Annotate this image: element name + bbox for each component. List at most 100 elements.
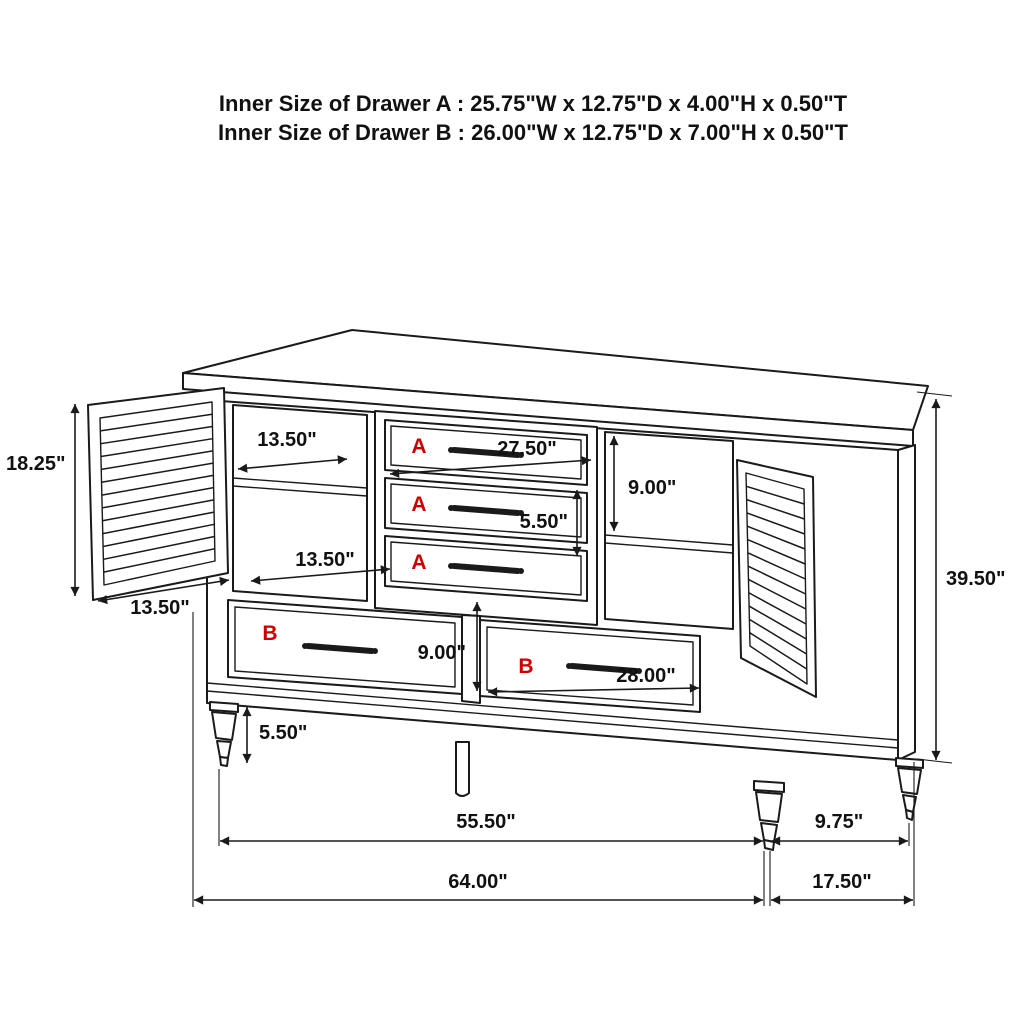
dim-label-shelf-depth-top: 13.50" (257, 429, 317, 451)
right-shelf-front-edge (604, 534, 734, 546)
drawer-a1-label: A (411, 435, 426, 458)
left-shelf-thickness-edge (232, 485, 368, 497)
drawer-a2-handle (451, 505, 521, 516)
left-shelf-front-edge (232, 477, 368, 489)
dim-label-drawer-a-width: 27.50" (497, 438, 557, 460)
cabinet-right-side (897, 444, 916, 761)
dim-label-overall-width: 64.00" (448, 871, 508, 893)
dim-line-door-width (97, 576, 230, 605)
leg-front-right-bulb (755, 791, 783, 823)
drawer-b-left-handle-screw-left (302, 643, 308, 649)
dim-label-door-height: 18.25" (6, 453, 66, 475)
title-line-2: Inner Size of Drawer B : 26.00"W x 12.75… (218, 120, 848, 145)
dim-line-drawer-a-width (389, 456, 592, 478)
drawer-b-left-label: B (262, 622, 277, 645)
dim-line-drawer-b-width (487, 683, 700, 697)
drawer-a2-label: A (411, 493, 426, 516)
dim-label-shelf-depth-mid: 13.50" (295, 549, 355, 571)
right-compartment-opening (604, 431, 734, 630)
drawer-a1-handle-screw-left (448, 447, 454, 453)
louver-slat-line (103, 535, 215, 561)
leg-front-right-foot (760, 822, 778, 843)
left-compartment-opening (232, 404, 368, 602)
louver-slat-line (746, 498, 805, 520)
drawer-a2: A (384, 477, 588, 544)
louver-slat-line (747, 552, 806, 580)
leg-back-right-tip (905, 809, 914, 821)
base-molding-line-lower (206, 690, 899, 749)
louver-slat-line (748, 618, 807, 655)
drawer-a3-bevel (390, 541, 582, 596)
leg-front-left-tip (219, 756, 229, 767)
louver-slat-line (746, 525, 806, 550)
title-block: Inner Size of Drawer A : 25.75"W x 12.75… (218, 91, 848, 145)
drawer-b-left-handle (305, 643, 375, 654)
dim-label-drawer-b-width: 28.00" (616, 665, 676, 687)
louver-slat-line (748, 578, 807, 610)
drawer-a2-handle-screw-left (448, 505, 454, 511)
drawer-a2-handle-screw-right (518, 510, 524, 516)
drawer-b-right-handle (569, 663, 639, 674)
extension-tick-height-bottom (916, 758, 953, 764)
drawer-a3-handle (451, 563, 521, 574)
louver-slat-line (101, 474, 214, 496)
leg-front-left (209, 701, 239, 767)
drawer-b-right-handle-screw-right (636, 668, 642, 674)
louver-slat-line (747, 565, 806, 595)
dim-label-leg-span-width: 55.50" (456, 811, 516, 833)
louver-slat-line (749, 632, 808, 670)
drawer-a1-handle (451, 447, 521, 458)
dim-label-right-opening-height: 9.00" (628, 477, 676, 499)
leg-back-right-bulb (897, 767, 922, 795)
drawer-a3-handle-screw-left (448, 563, 454, 569)
drawer-b-left: B (227, 599, 463, 695)
louver-slat-line (102, 486, 214, 509)
louver-slat-line (100, 425, 213, 445)
drawer-a1-bevel (390, 425, 582, 480)
dim-label-drawer-a-height: 5.50" (520, 511, 568, 533)
louver-slat-line (102, 523, 215, 548)
louver-slat-line (746, 512, 805, 535)
louver-slat-line (102, 499, 214, 522)
leg-back-right (895, 757, 924, 821)
leg-back-right-cap (895, 757, 924, 769)
dim-label-drawer-b-height: 9.00" (418, 642, 466, 664)
dim-line-shelf-depth-mid (250, 565, 391, 585)
drawer-b-right-handle-screw-left (566, 663, 572, 669)
leg-center-back-post (455, 741, 470, 797)
louver-slat-line (103, 548, 215, 573)
left-door-inner-frame (99, 401, 216, 586)
base-molding-line-upper (206, 682, 899, 741)
extension-tick-height-top (916, 391, 953, 397)
left-door-louvers (100, 413, 215, 573)
louver-slat-line (746, 485, 805, 505)
dim-label-leg-height: 5.50" (259, 722, 307, 744)
drawer-b-right-bevel (486, 626, 694, 706)
louver-slat-line (101, 462, 214, 483)
louver-slat-line (101, 450, 214, 471)
right-door-inner-frame (745, 472, 808, 685)
right-door (736, 459, 817, 698)
title-line-1: Inner Size of Drawer A : 25.75"W x 12.75… (219, 91, 848, 116)
dim-label-overall-depth: 17.50" (812, 871, 872, 893)
louver-slat-line (102, 511, 215, 535)
right-door-louvers (746, 485, 808, 670)
louver-slat-line (100, 437, 213, 458)
dim-line-shelf-depth-top (237, 455, 348, 473)
right-shelf-thickness-edge (604, 542, 734, 554)
leg-front-left-foot (216, 740, 232, 759)
dim-label-overall-height: 39.50" (946, 568, 1006, 590)
leg-front-left-cap (209, 701, 239, 713)
louver-slat-line (748, 592, 807, 625)
louver-slat-line (748, 605, 807, 640)
leg-center-back (455, 741, 470, 797)
drawer-b-left-bevel (234, 606, 456, 688)
drawer-b-right-label: B (518, 655, 533, 678)
louver-slat-line (747, 538, 806, 565)
dim-label-back-offset: 9.75" (815, 811, 863, 833)
leg-front-left-bulb (211, 711, 237, 741)
drawer-b-left-handle-screw-right (372, 648, 378, 654)
leg-front-right (753, 780, 785, 851)
